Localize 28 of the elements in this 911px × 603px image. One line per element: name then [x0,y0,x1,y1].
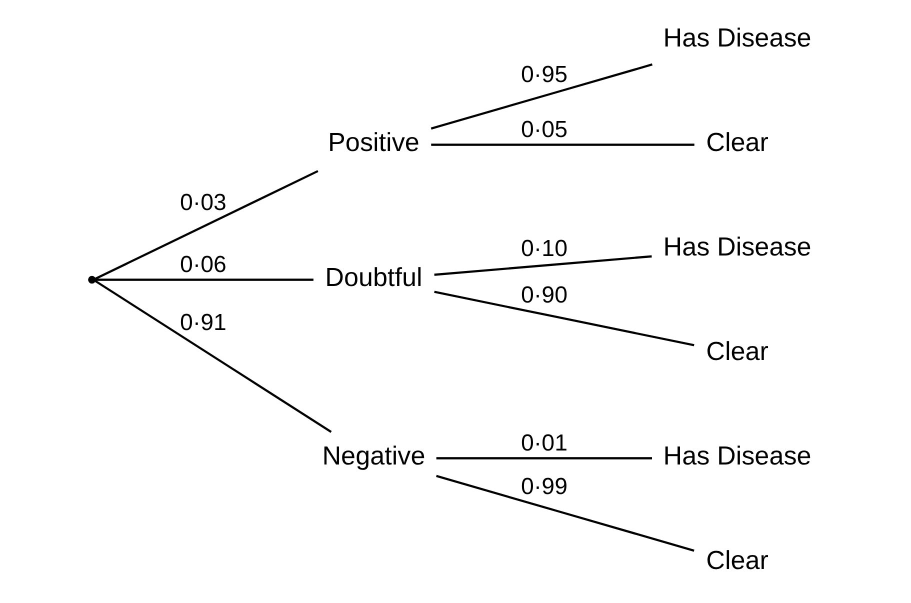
connector [94,170,318,280]
edge-label: 0·06 [180,251,226,278]
node-text: Doubtful [325,262,422,292]
connector [436,474,694,552]
edge-label: 0·03 [180,188,226,215]
connector [95,278,314,281]
edge-label: 0·91 [180,309,226,336]
node-text: Has Disease [663,22,812,53]
node-text: Has Disease [663,440,812,471]
connector [434,255,652,276]
edge-label: 0·05 [521,116,568,142]
node-text: Negative [322,440,426,471]
edge-label: 0·95 [521,61,568,88]
edge-label: 0·99 [521,473,568,500]
connector [436,457,652,460]
edge-label: 0·90 [521,282,568,308]
connector [434,290,694,346]
edge-label: 0·10 [521,235,568,262]
edge-label: 0·01 [521,430,568,456]
node-point [88,276,96,284]
node-text: Has Disease [663,232,812,262]
node-text: Clear [706,545,768,576]
node-text: Positive [328,127,420,158]
connector [431,144,694,146]
connector [94,280,332,433]
node-text: Clear [706,336,768,366]
node-text: Clear [706,127,768,158]
connector [430,63,653,130]
